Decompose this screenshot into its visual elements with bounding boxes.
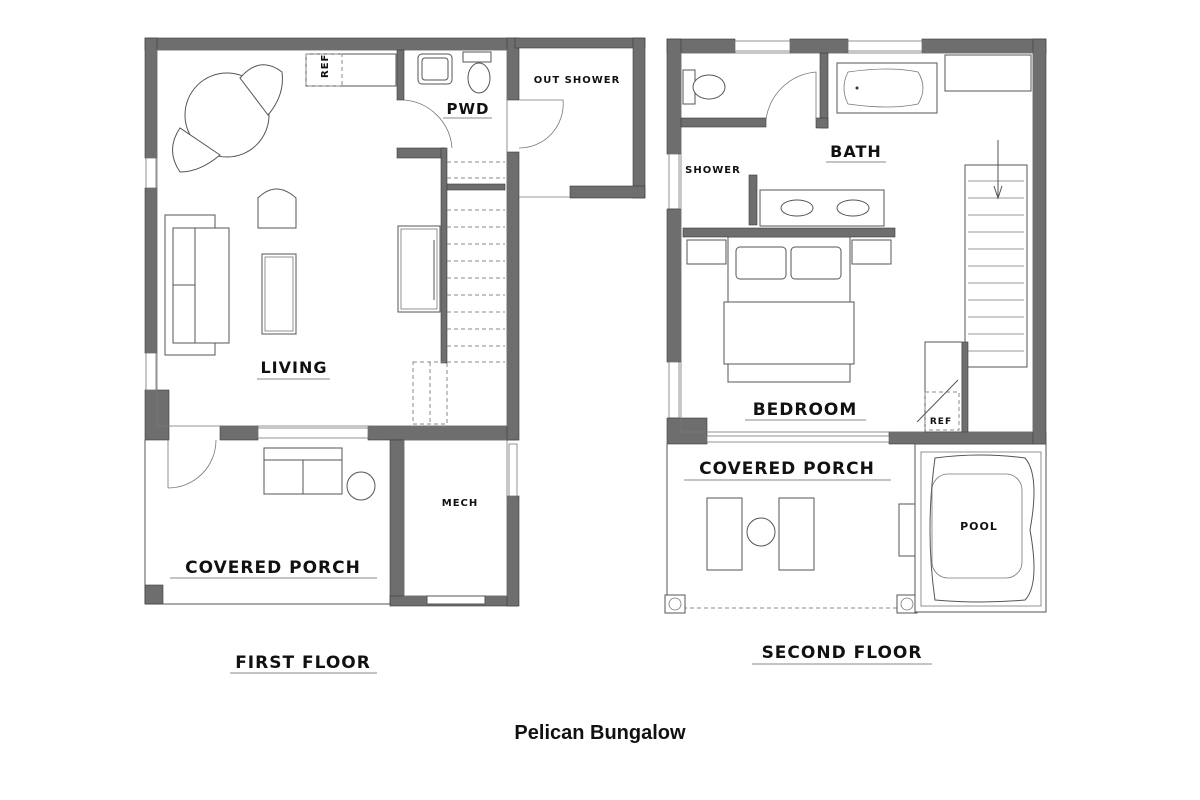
window xyxy=(668,153,680,210)
wall-north-seg2 xyxy=(789,38,849,54)
second-floor-caption: SECOND FLOOR xyxy=(762,643,923,663)
window xyxy=(508,443,518,497)
room-label-out-shower: OUT SHOWER xyxy=(534,75,621,86)
window xyxy=(145,352,157,391)
mech-wall-west xyxy=(389,439,405,606)
second-floor-plan: BATH SHOWER BEDROOM REF COVERED PORCH PO… xyxy=(664,38,1047,614)
sliding-door xyxy=(706,435,890,443)
shower-wall-south xyxy=(569,185,646,199)
wall-north-seg3 xyxy=(921,38,1047,54)
room-label-mech: MECH xyxy=(442,498,479,509)
first-floor-caption: FIRST FLOOR xyxy=(235,653,371,673)
window xyxy=(847,40,923,52)
first-floor-plan: REF PWD OUT SHOWER LIVING MECH COVERED P… xyxy=(144,37,646,607)
door-swing xyxy=(403,99,453,149)
dining-table xyxy=(184,72,270,158)
sink-icon xyxy=(836,199,870,217)
wall-west-upper xyxy=(666,38,682,155)
ref-icon xyxy=(305,53,343,87)
room-label-pool: POOL xyxy=(960,520,998,533)
ref-label: REF xyxy=(930,417,952,427)
room-label-pwd: PWD xyxy=(447,100,490,118)
shower-wall-east xyxy=(632,37,646,199)
plan-title: Pelican Bungalow xyxy=(514,722,686,744)
kitchenette-counter xyxy=(924,341,963,433)
pwd-wall xyxy=(396,49,405,101)
bathtub-icon xyxy=(836,62,938,114)
shower-partition xyxy=(748,174,758,226)
stair-wall xyxy=(961,341,969,433)
sink-icon xyxy=(780,199,814,217)
pool-icon xyxy=(929,454,1035,603)
wc-wall-east xyxy=(819,52,829,129)
shower-wall-north xyxy=(514,37,646,49)
window xyxy=(668,361,680,419)
wall-south-east xyxy=(888,431,1047,445)
lounge-chair-icon xyxy=(706,497,743,571)
ref-label: REF xyxy=(320,54,331,78)
window xyxy=(257,427,369,439)
tv-cabinet xyxy=(397,225,441,313)
room-label-covered-porch: COVERED PORCH xyxy=(185,558,361,578)
nightstand xyxy=(851,239,892,265)
wall-south-seg1 xyxy=(219,425,259,441)
porch-post xyxy=(664,594,686,614)
lounge-chair-icon xyxy=(778,497,815,571)
toilet-icon xyxy=(692,74,726,100)
pool-deck xyxy=(914,443,1047,613)
stair-wall-top xyxy=(396,147,446,159)
chair-icon xyxy=(257,188,297,229)
door-swing xyxy=(167,439,217,489)
coffee-table xyxy=(261,253,297,335)
room-label-covered-porch: COVERED PORCH xyxy=(699,459,875,479)
wc-wall xyxy=(680,117,767,128)
mech-wall-east xyxy=(506,495,520,607)
chair-icon xyxy=(172,127,221,173)
wall-north xyxy=(144,37,516,51)
stair-wall-side xyxy=(440,147,448,364)
wall-west-mid xyxy=(666,208,682,363)
toilet-tank xyxy=(462,51,492,63)
wall-west-upper xyxy=(144,37,158,159)
stairs-icon xyxy=(446,161,506,363)
pillow xyxy=(735,246,787,280)
chair-icon xyxy=(239,64,283,116)
pillow xyxy=(790,246,842,280)
room-label-bath: BATH xyxy=(830,142,882,161)
wall-east xyxy=(1032,38,1047,445)
bench xyxy=(898,503,916,557)
wall-south-seg2 xyxy=(367,425,519,441)
stairs-icon xyxy=(964,140,1028,368)
side-table xyxy=(346,471,376,501)
room-label-shower: SHOWER xyxy=(685,165,741,176)
porch-post xyxy=(144,584,164,605)
door-icon xyxy=(916,379,959,423)
bath-bedroom-wall xyxy=(682,227,896,238)
wall-west-mid xyxy=(144,187,158,354)
kitchen-counter xyxy=(305,53,397,87)
window xyxy=(734,40,791,52)
door-swing xyxy=(518,99,564,149)
room-label-bedroom: BEDROOM xyxy=(753,400,858,420)
door-swing xyxy=(765,71,817,121)
wall-east-lower xyxy=(506,151,520,441)
side-table xyxy=(746,517,776,547)
door xyxy=(426,595,486,605)
linen-counter xyxy=(944,54,1032,92)
wall-sw-corner xyxy=(666,417,708,445)
ref-icon xyxy=(924,391,960,431)
toilet-icon xyxy=(467,62,491,94)
nightstand xyxy=(686,239,727,265)
room-label-living: LIVING xyxy=(260,358,327,377)
window xyxy=(145,157,157,189)
duvet xyxy=(723,301,855,365)
